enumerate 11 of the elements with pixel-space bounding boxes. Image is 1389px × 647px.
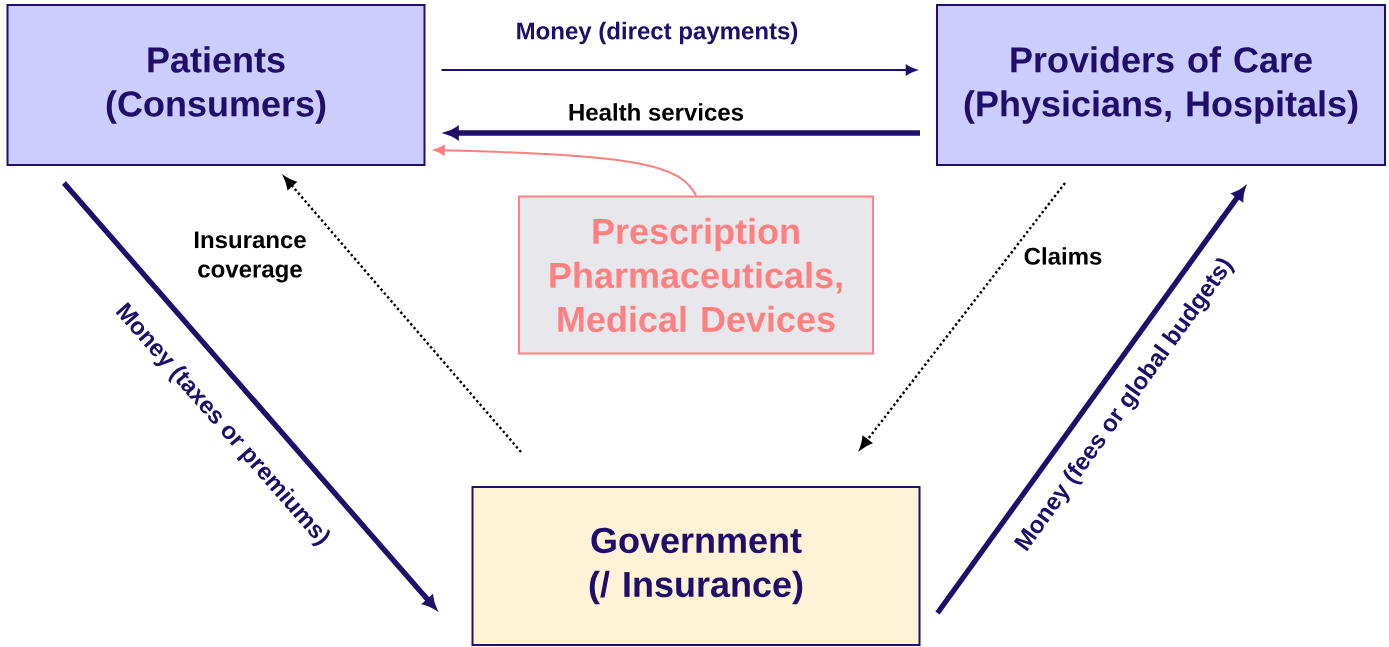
arrow [440, 64, 917, 76]
government-box: Government (/ Insurance) [471, 486, 921, 646]
arrow [62, 181, 437, 610]
providers-box: Providers of Care (Physicians, Hospitals) [936, 4, 1386, 166]
arrow [283, 176, 522, 453]
arrow [434, 145, 697, 197]
edge-label: Health services [569, 103, 744, 121]
products-box: Prescription Pharmaceuticals, Medical Devices [518, 195, 874, 355]
patients-box: Patients (Consumers) [6, 4, 426, 166]
edge-label: Insurance coverage [194, 231, 306, 283]
edge-label: Money (direct payments) [517, 21, 798, 45]
